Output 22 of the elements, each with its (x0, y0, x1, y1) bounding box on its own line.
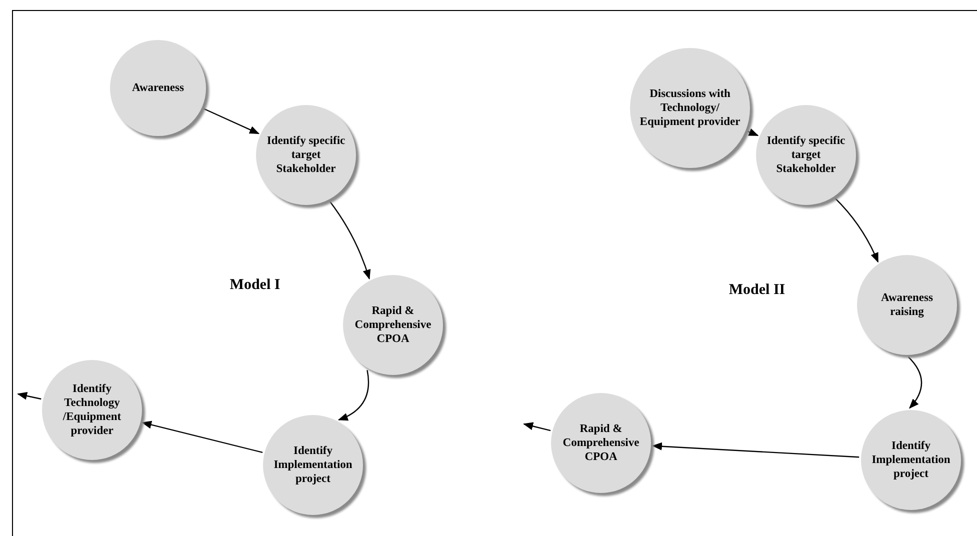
node-label: Rapid & Comprehensive CPOA (562, 422, 640, 464)
arrow (329, 200, 370, 280)
arrow (142, 420, 263, 454)
arrow (908, 356, 922, 409)
arrow (17, 392, 42, 400)
node-label: Identify specific target Stakeholder (266, 134, 346, 176)
arrow (523, 422, 551, 432)
arrow (203, 108, 260, 134)
node-label: Discussions with Technology/ Equipment provider (638, 87, 742, 129)
arrow (652, 442, 860, 458)
node-label: Awareness raising (880, 291, 934, 319)
arrow (834, 198, 878, 263)
arrow (338, 370, 370, 420)
node-label: Identify Implementation project (272, 444, 354, 486)
node-label: Identify Implementation project (870, 439, 952, 481)
node-label: Awareness (131, 81, 185, 95)
node-label: Rapid & Comprehensive CPOA (354, 304, 432, 346)
node-label: Identify specific target Stakeholder (766, 134, 846, 176)
arrow (747, 128, 759, 136)
model-label: Model II (728, 280, 786, 300)
node-label: Identify Technology /Equipment provider (62, 382, 122, 438)
model-label: Model I (230, 276, 280, 295)
